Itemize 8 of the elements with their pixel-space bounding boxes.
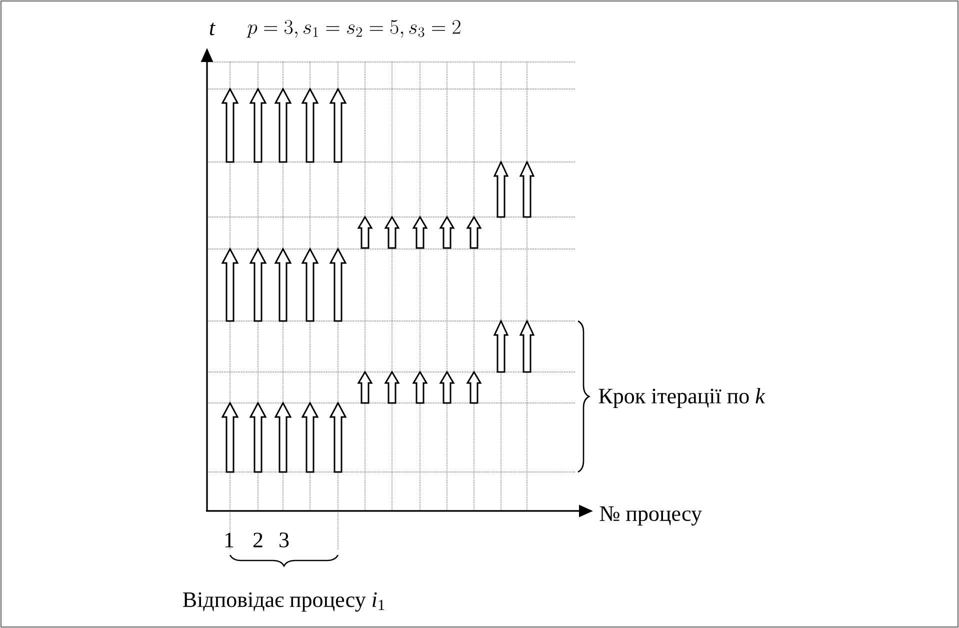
brace-label: Крок ітерації по k [598, 388, 766, 408]
tick-label: 2 [253, 532, 262, 548]
tick-label: 1 [225, 532, 234, 548]
formula: $p = 3, s_1 = s_2 = 5, s_3 = 2$ [246, 20, 460, 38]
axis-label: № процесу [600, 506, 702, 526]
axis-label: t [210, 22, 216, 36]
brace-label: Відповідає процесу i$_{1}$ [182, 592, 384, 612]
tick-label: 3 [280, 532, 289, 548]
